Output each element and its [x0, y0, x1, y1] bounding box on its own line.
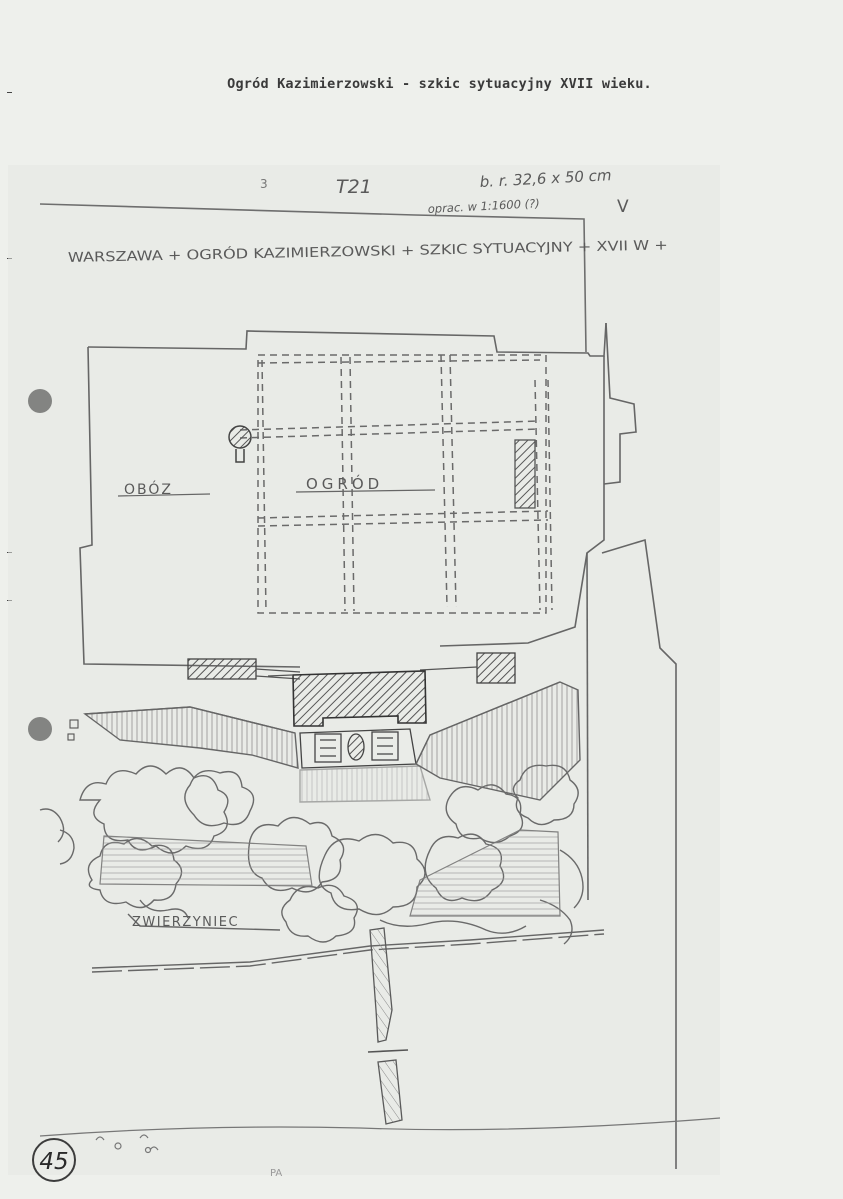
palace-main-building: [292, 670, 427, 727]
page-number: 45: [39, 1149, 68, 1175]
estate-boundary: [79, 322, 677, 1169]
archive-scale-note: oprac. w 1:1600 (?): [427, 196, 540, 216]
bottom-edge: [39, 1117, 721, 1154]
margin-mark: [7, 92, 12, 93]
palace-outbuilding-right: [476, 652, 516, 684]
svg-text:PA: PA: [270, 1168, 282, 1179]
sketch-sheet: [8, 165, 720, 1175]
palace-outbuilding-left: [187, 658, 257, 680]
menagerie-ponds: [99, 829, 561, 917]
document-title: Ogród Kazimierzowski - szkic sytuacyjny …: [227, 76, 652, 92]
fountain: [228, 425, 252, 463]
page-number-stamp: 45: [32, 1138, 76, 1182]
svg-text:3: 3: [260, 177, 268, 191]
archive-number: T21: [336, 176, 372, 198]
south-avenue: [369, 927, 403, 1125]
archive-check-mark: V: [617, 197, 629, 217]
garden-pavilion: [514, 439, 536, 509]
escarpment: [83, 681, 581, 803]
label-garden: OGRÓD: [306, 474, 383, 493]
label-camp: OBÓZ: [124, 480, 173, 498]
label-menagerie: ZWIERZYNIEC: [132, 915, 239, 930]
palace-complex: [187, 652, 516, 769]
menagerie-woodland: [39, 764, 584, 945]
menagerie-boundary: [91, 913, 605, 973]
garden-grid: [239, 354, 553, 614]
header-band: [39, 203, 587, 353]
